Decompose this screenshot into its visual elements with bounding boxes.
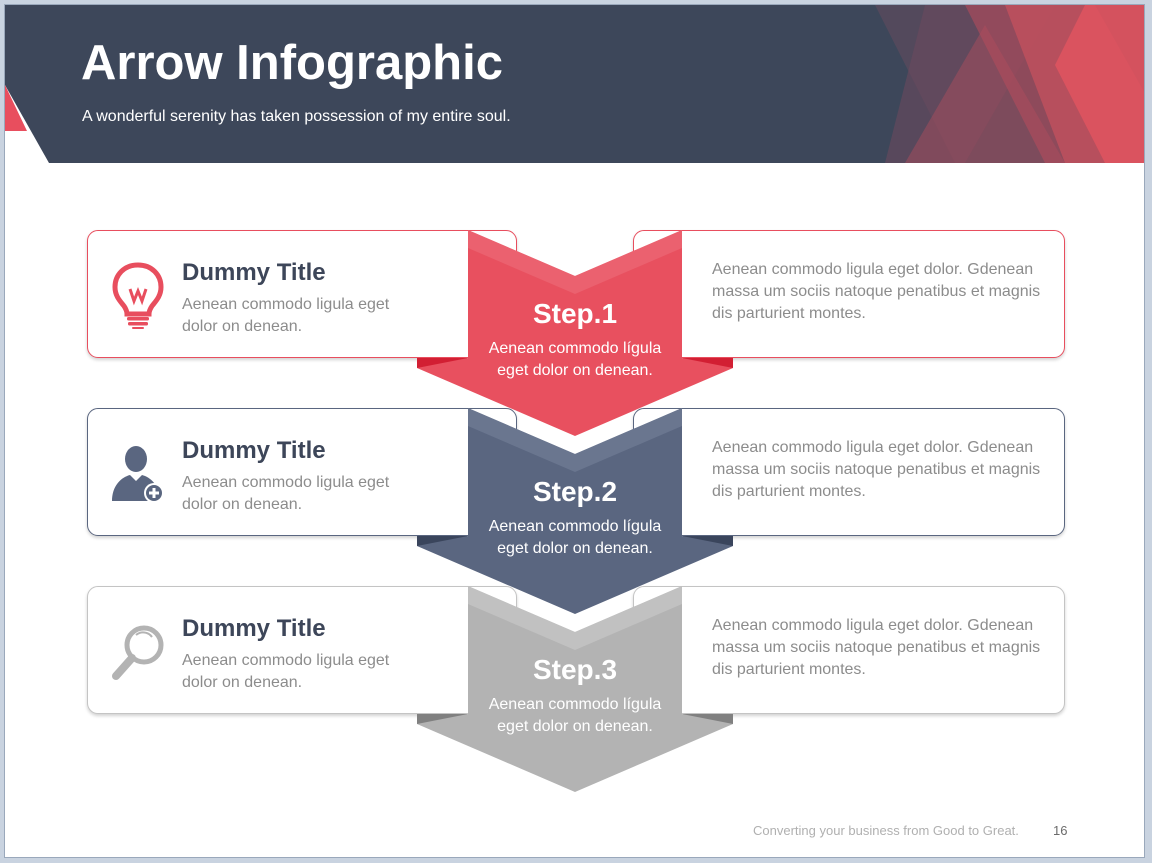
card-description: Aenean commodo ligula eget dolor on dene… — [182, 296, 390, 335]
slide: Arrow Infographic A wonderful serenity h… — [4, 4, 1145, 858]
add-user-icon — [112, 446, 164, 503]
step-row-3: Dummy Title Aenean commodo ligula eget d… — [5, 586, 1144, 796]
magnifier-icon — [112, 625, 164, 680]
card-title: Dummy Title — [182, 437, 326, 464]
header-banner: Arrow Infographic A wonderful serenity h… — [5, 5, 1144, 163]
step-arrow-3 — [417, 586, 733, 792]
lightbulb-icon — [112, 262, 164, 329]
left-card: Dummy Title Aenean commodo ligula eget d… — [87, 230, 517, 358]
step-description: Aenean commodo lígula eget dolor on dene… — [488, 696, 662, 735]
card-description: Aenean commodo ligula eget dolor on dene… — [182, 474, 390, 513]
page-subtitle: A wonderful serenity has taken possessio… — [82, 108, 511, 125]
footer-text: Converting your business from Good to Gr… — [753, 823, 1019, 838]
right-card: Aenean commodo ligula eget dolor. Gdenea… — [633, 230, 1065, 358]
step-label: Step.1 — [532, 298, 618, 329]
left-card: Dummy Title Aenean commodo ligula eget d… — [87, 586, 517, 714]
left-card: Dummy Title Aenean commodo ligula eget d… — [87, 408, 517, 536]
step-label: Step.2 — [532, 476, 618, 507]
header-background — [5, 5, 1144, 163]
card-description: Aenean commodo ligula eget dolor on dene… — [182, 652, 390, 691]
step-description: Aenean commodo lígula eget dolor on dene… — [488, 340, 662, 379]
right-description: Aenean commodo ligula eget dolor. Gdenea… — [712, 617, 1041, 678]
right-card: Aenean commodo ligula eget dolor. Gdenea… — [633, 586, 1065, 714]
step-row-1: Dummy Title Aenean commodo ligula eget d… — [5, 230, 1144, 440]
right-card: Aenean commodo ligula eget dolor. Gdenea… — [633, 408, 1065, 536]
step-label: Step.3 — [532, 654, 618, 685]
step-description: Aenean commodo lígula eget dolor on dene… — [488, 518, 662, 557]
right-description: Aenean commodo ligula eget dolor. Gdenea… — [712, 261, 1041, 322]
right-description: Aenean commodo ligula eget dolor. Gdenea… — [712, 439, 1041, 500]
step-row-2: Dummy Title Aenean commodo ligula eget d… — [5, 408, 1144, 618]
page-title: Arrow Infographic — [81, 36, 503, 90]
page-number: 16 — [1053, 823, 1068, 838]
step-arrow-2 — [417, 408, 733, 614]
card-title: Dummy Title — [182, 615, 326, 642]
step-arrow-1 — [417, 230, 733, 436]
card-title: Dummy Title — [182, 259, 326, 286]
